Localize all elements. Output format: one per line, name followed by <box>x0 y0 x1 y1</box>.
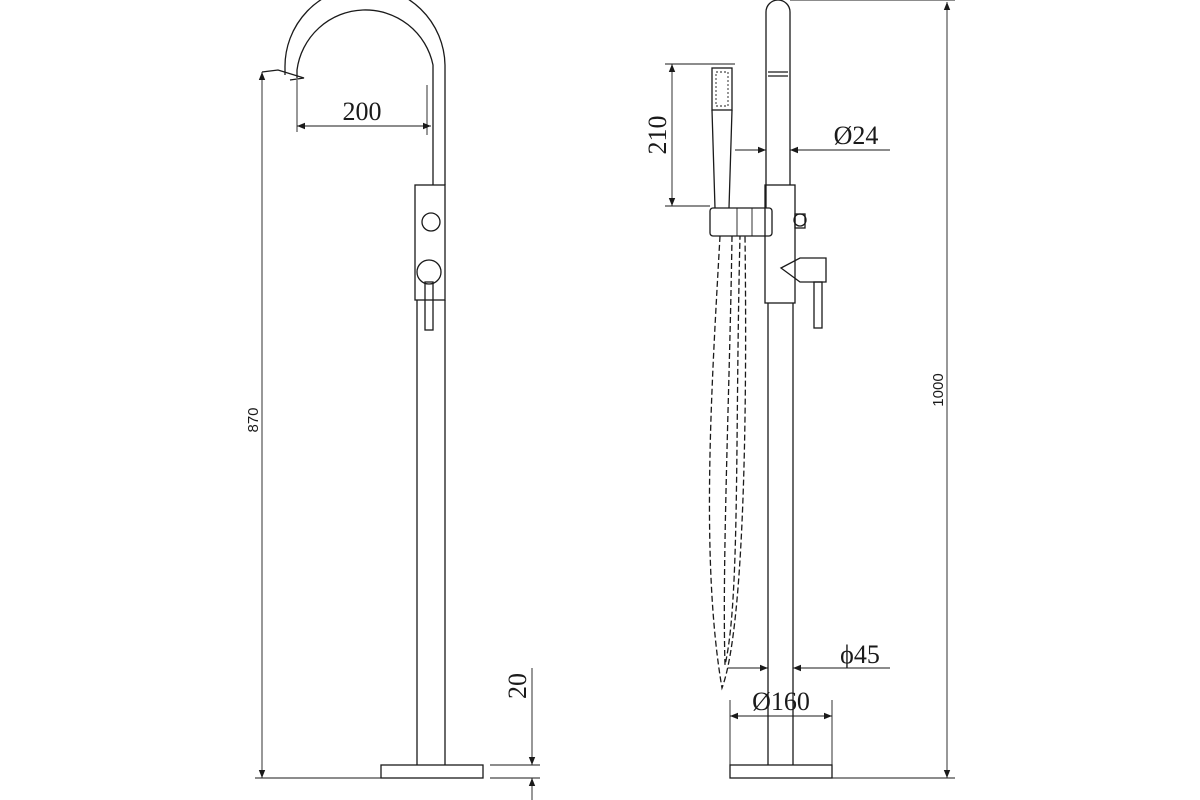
side-base-plate <box>729 764 833 779</box>
front-view: 200 870 20 <box>245 0 540 800</box>
spout-outlet <box>261 69 305 81</box>
dim-front-height: 870 <box>245 407 262 432</box>
side-mixer-handle <box>779 257 827 283</box>
mixer-lever <box>424 281 434 331</box>
hand-shower-nozzles <box>715 71 729 107</box>
side-mixer-lever <box>813 281 823 329</box>
hand-shower-handle <box>711 109 733 209</box>
diverter-knob <box>421 212 441 232</box>
hand-shower-head <box>711 67 733 111</box>
dim-handshower-length: 210 <box>643 116 672 155</box>
dim-base-diameter: Ø160 <box>752 687 810 716</box>
spout-outer <box>284 0 446 185</box>
front-base-plate <box>380 764 484 779</box>
mixer-handle-hub <box>416 259 442 285</box>
spout-inner <box>296 9 434 185</box>
riser-pipe <box>765 0 791 208</box>
side-upper-body <box>764 184 796 304</box>
hose <box>708 235 747 691</box>
front-upper-body <box>414 184 446 301</box>
dim-spout-reach: 200 <box>343 97 382 126</box>
dim-handshower-diameter: Ø24 <box>834 121 879 150</box>
dim-base-thickness: 20 <box>503 673 532 699</box>
shower-holder <box>709 207 773 237</box>
dim-column-diameter: ϕ45 <box>840 640 880 669</box>
side-view: 210 Ø24 ϕ45 Ø160 1000 <box>643 0 955 779</box>
dim-total-height: 1000 <box>930 373 947 406</box>
